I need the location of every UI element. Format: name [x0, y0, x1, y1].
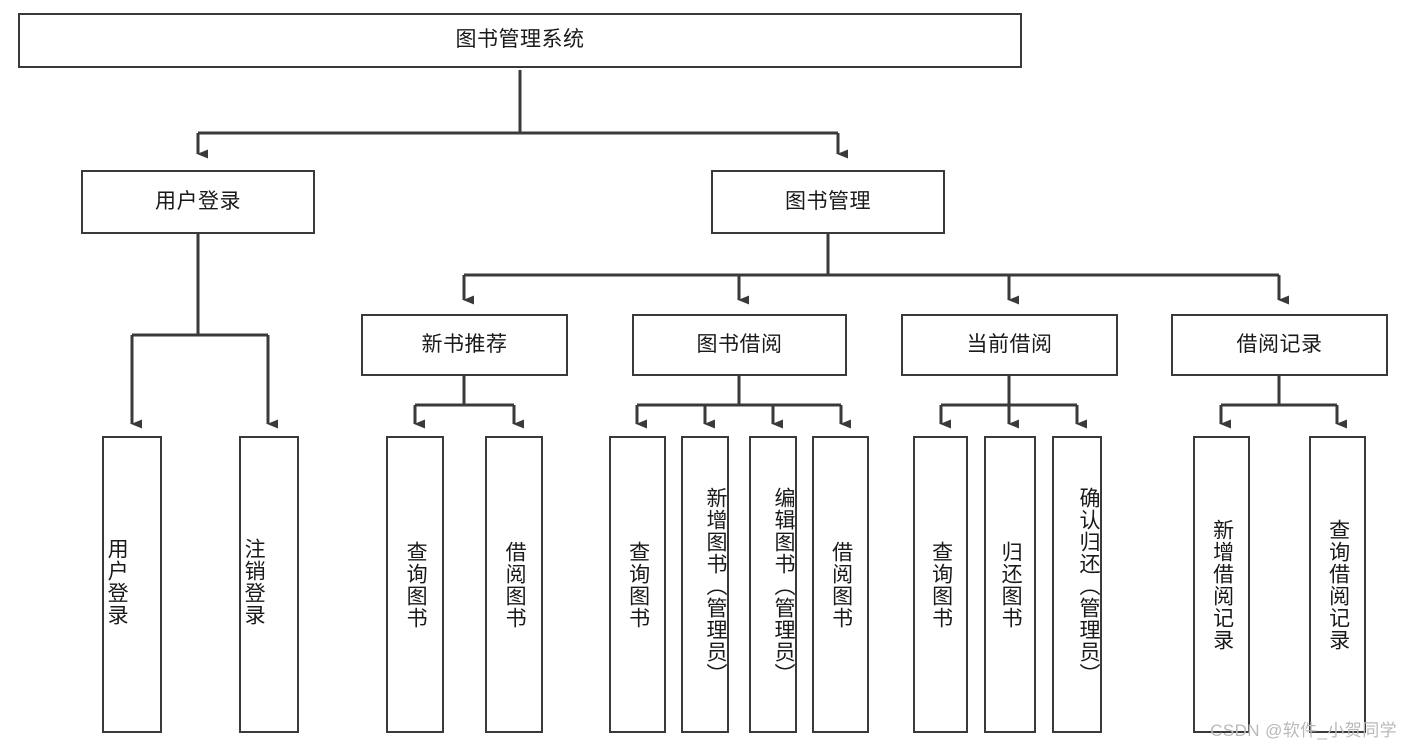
leaf-query-borrow-record-label: 查询借阅记录 [1326, 518, 1350, 651]
watermark: CSDN @软件_小贺同学 [1210, 721, 1397, 740]
node-book-management-label: 图书管理 [785, 189, 871, 213]
node-book-borrow-label: 图书借阅 [696, 332, 783, 356]
leaf-add-book-admin[interactable]: 新增图书（管理员） [681, 436, 729, 733]
leaf-confirm-return-admin[interactable]: 确认归还（管理员） [1052, 436, 1102, 733]
node-root-label: 图书管理系统 [455, 28, 585, 52]
leaf-borrow-book-borrow-label: 借阅图书 [829, 540, 853, 629]
node-current-borrow-label: 当前借阅 [966, 332, 1053, 356]
leaf-return-book-label: 归还图书 [999, 540, 1023, 629]
node-user-login-label: 用户登录 [155, 189, 241, 213]
node-new-book-recommend[interactable]: 新书推荐 [361, 314, 568, 376]
leaf-user-login[interactable]: 用户登录 [102, 436, 162, 733]
leaf-borrow-book-borrow[interactable]: 借阅图书 [812, 436, 869, 733]
leaf-borrow-book-recommend-label: 借阅图书 [503, 540, 527, 629]
node-current-borrow[interactable]: 当前借阅 [901, 314, 1118, 376]
leaf-add-borrow-record[interactable]: 新增借阅记录 [1193, 436, 1250, 733]
leaf-query-book-current-label: 查询图书 [929, 540, 953, 629]
leaf-confirm-return-admin-label: 确认归还（管理员） [1077, 487, 1100, 685]
node-book-borrow[interactable]: 图书借阅 [632, 314, 847, 376]
leaf-edit-book-admin-label: 编辑图书（管理员） [772, 487, 795, 685]
node-book-management[interactable]: 图书管理 [711, 170, 945, 234]
leaf-borrow-book-recommend[interactable]: 借阅图书 [485, 436, 543, 733]
leaf-query-book-current[interactable]: 查询图书 [913, 436, 968, 733]
leaf-query-book-recommend[interactable]: 查询图书 [386, 436, 444, 733]
leaf-query-book-borrow[interactable]: 查询图书 [609, 436, 666, 733]
leaf-logout-login-label: 注销登录 [242, 537, 266, 626]
leaf-query-borrow-record[interactable]: 查询借阅记录 [1309, 436, 1366, 733]
leaf-add-borrow-record-label: 新增借阅记录 [1210, 518, 1234, 651]
leaf-add-book-admin-label: 新增图书（管理员） [704, 487, 727, 685]
leaf-query-book-borrow-label: 查询图书 [626, 540, 650, 629]
node-borrow-records[interactable]: 借阅记录 [1171, 314, 1388, 376]
leaf-return-book[interactable]: 归还图书 [984, 436, 1036, 733]
leaf-edit-book-admin[interactable]: 编辑图书（管理员） [749, 436, 797, 733]
leaf-user-login-label: 用户登录 [105, 537, 129, 626]
node-user-login[interactable]: 用户登录 [81, 170, 315, 234]
leaf-query-book-recommend-label: 查询图书 [404, 540, 428, 629]
node-root[interactable]: 图书管理系统 [18, 13, 1022, 68]
node-borrow-records-label: 借阅记录 [1236, 332, 1323, 356]
node-new-book-recommend-label: 新书推荐 [421, 332, 508, 356]
leaf-logout-login[interactable]: 注销登录 [239, 436, 299, 733]
